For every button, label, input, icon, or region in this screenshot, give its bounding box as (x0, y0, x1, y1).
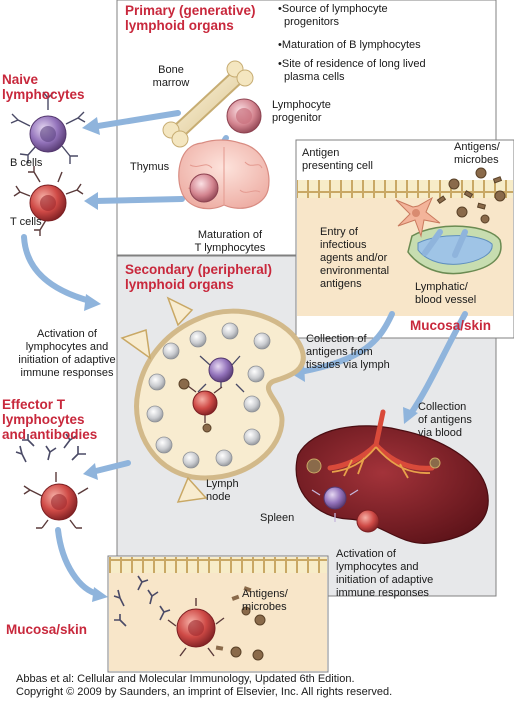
mucosa-bottom-tissue (109, 557, 327, 671)
activation-left-line2: lymphocytes and (25, 341, 109, 353)
primary-bullet-3: •Site of residence of long lived plasma … (278, 58, 426, 83)
activation-bottom-line4: immune responses (336, 587, 429, 599)
progenitor-line2: progenitor (272, 112, 322, 124)
dendritic-cell-icon (395, 196, 441, 238)
lymph-node-icon (120, 296, 306, 503)
entry-line4: environmental (320, 265, 390, 277)
lymph-node-label: Lymph node (206, 478, 239, 504)
collection-blood-line1: Collection (418, 401, 467, 413)
vessel-line1: Lymphatic/ (415, 281, 468, 293)
apc-line2: presenting cell (302, 160, 373, 172)
primary-bullet-1: •Source of lymphocyte progenitors (278, 3, 388, 28)
antigens-bottom-line2: microbes (242, 601, 287, 613)
bullet-3-line2: plasma cells (284, 71, 345, 83)
secondary-heading-line2: lymphoid organs (125, 277, 234, 292)
entry-line1: Entry of (320, 226, 358, 238)
effector-heading: Effector T lymphocytes and antibodies (2, 397, 97, 442)
activation-bottom-line2: lymphocytes and (336, 561, 419, 573)
apc-line1: Antigen (302, 147, 340, 159)
footer-citation: Abbas et al: Cellular and Molecular Immu… (16, 673, 355, 685)
t-cells-label: T cells (10, 216, 42, 228)
antigens-top-line1: Antigens/ (454, 141, 500, 153)
mucosa-top-label: Mucosa/skin (410, 318, 492, 333)
primary-bullet-2: •Maturation of B lymphocytes (278, 39, 421, 51)
entry-line5: antigens (320, 278, 362, 290)
primary-heading-line2: lymphoid organs (125, 18, 234, 33)
vessel-label: Lymphatic/ blood vessel (415, 281, 476, 307)
bullet-2-line1: Maturation of B lymphocytes (281, 39, 421, 51)
spleen-icon (295, 409, 489, 544)
secondary-heading-line1: Secondary (peripheral) (125, 262, 273, 277)
antibody-icon (15, 433, 86, 463)
collection-lymph-line3: tissues via lymph (306, 359, 390, 371)
t-cell-icon (13, 166, 84, 236)
progenitor-label: Lymphocyte progenitor (272, 99, 331, 125)
b-cell-icon (10, 91, 86, 164)
bullet-1-line1: Source of lymphocyte (281, 3, 388, 15)
thymus-label: Thymus (130, 161, 170, 173)
collection-lymph-line1: Collection of (306, 333, 367, 345)
bone-marrow-label: Bone marrow (141, 64, 201, 90)
thymus-icon (178, 139, 270, 210)
collection-blood-label: Collection of antigens via blood (418, 401, 472, 440)
microbe-icon (436, 167, 506, 224)
bone-marrow-line2: marrow (152, 77, 190, 89)
maturing-t-cell (189, 173, 219, 203)
antigens-bottom-label: Antigens/ microbes (242, 588, 288, 614)
entry-label: Entry of infectious agents and/or enviro… (320, 226, 389, 291)
apc-label: Antigen presenting cell (302, 147, 373, 173)
collection-blood-line3: via blood (418, 427, 463, 439)
effector-heading-line1: Effector T (2, 397, 66, 412)
mucosa-bottom-cells (113, 575, 266, 661)
activation-bottom-line1: Activation of (336, 548, 396, 560)
naive-heading-line2: lymphocytes (2, 87, 85, 102)
naive-heading: Naive lymphocytes (2, 72, 85, 102)
lymph-node-line1: Lymph (206, 478, 239, 490)
t-maturation-line2: T lymphocytes (194, 242, 266, 254)
antigens-bottom-line1: Antigens/ (242, 588, 288, 600)
effector-cells (15, 433, 89, 529)
footer-copyright: Copyright © 2009 by Saunders, an imprint… (16, 686, 393, 698)
naive-heading-line1: Naive (2, 72, 39, 87)
bone-marrow-line1: Bone (158, 64, 184, 76)
activation-left-line3: initiation of adaptive (18, 354, 116, 366)
mucosa-bottom-label: Mucosa/skin (6, 622, 88, 637)
activation-bottom-line3: initiation of adaptive (336, 574, 434, 586)
collection-blood-line2: of antigens (418, 414, 472, 426)
activation-bottom-label: Activation of lymphocytes and initiation… (336, 548, 433, 600)
bone-icon (162, 60, 254, 148)
b-cells-label: B cells (10, 157, 43, 169)
t-maturation-line1: Maturation of (197, 229, 263, 241)
entry-line3: agents and/or (320, 252, 388, 264)
t-maturation-label: Maturation of T lymphocytes (180, 229, 280, 255)
progenitor-line1: Lymphocyte (272, 99, 331, 111)
vessel-line2: blood vessel (415, 294, 477, 306)
antigens-top-label: Antigens/ microbes (454, 141, 500, 167)
activation-left-line4: immune responses (20, 367, 114, 379)
lymph-node-line2: node (206, 491, 231, 503)
effector-heading-line2: lymphocytes (2, 412, 85, 427)
bullet-1-line2: progenitors (284, 16, 340, 28)
activation-left-line1: Activation of (37, 328, 97, 340)
activation-left-label: Activation of lymphocytes and initiation… (2, 328, 132, 380)
effector-heading-line3: and antibodies (2, 427, 98, 442)
bullet-3-line1: Site of residence of long lived (281, 58, 426, 70)
spleen-label: Spleen (260, 512, 295, 524)
collection-lymph-label: Collection of antigens from tissues via … (306, 333, 390, 372)
entry-line2: infectious (320, 239, 367, 251)
antigens-top-line2: microbes (454, 154, 499, 166)
primary-heading-line1: Primary (generative) (125, 3, 256, 18)
flow-arrows (21, 110, 468, 597)
collection-lymph-line2: antigens from (306, 346, 373, 358)
